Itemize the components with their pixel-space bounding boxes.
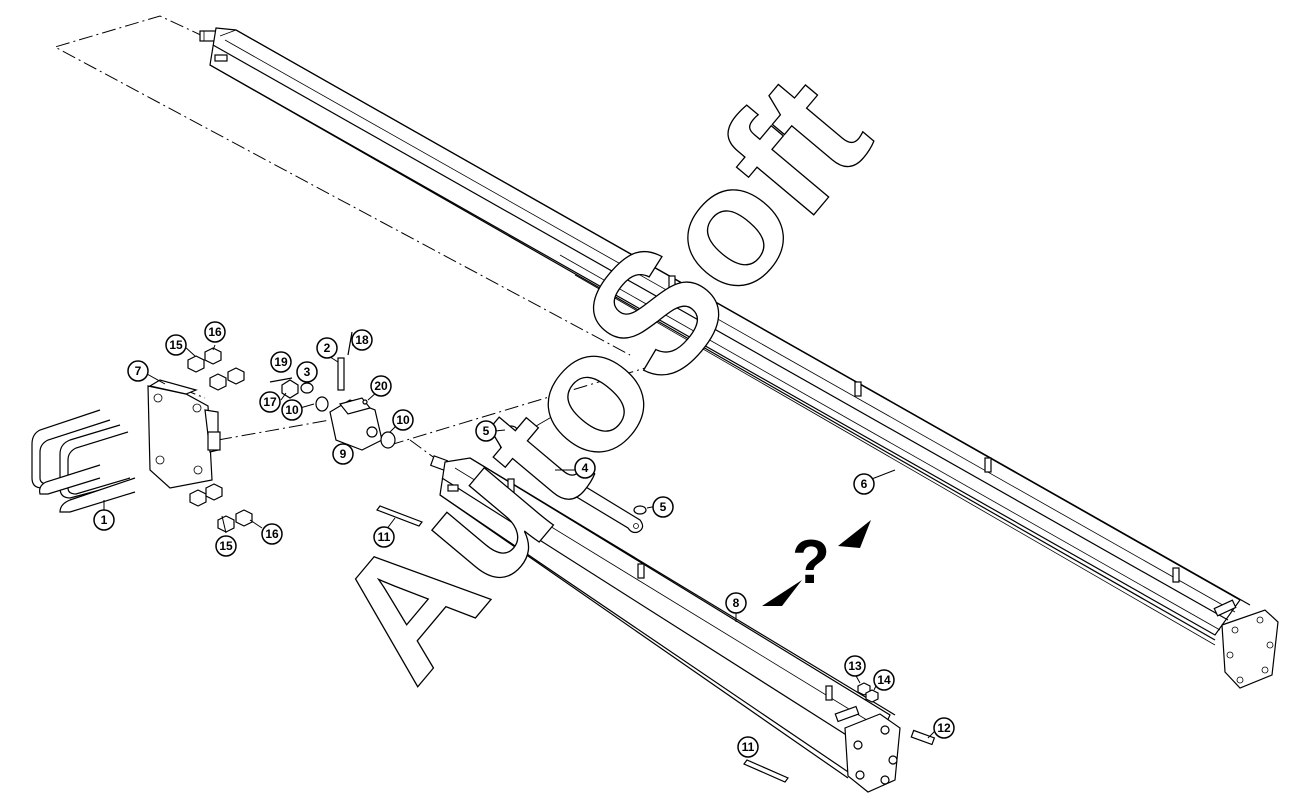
svg-text:9: 9 <box>340 447 347 461</box>
svg-text:12: 12 <box>937 721 951 735</box>
callout-11a: 11 <box>373 526 395 548</box>
callout-15a: 15 <box>165 334 187 356</box>
callout-6: 6 <box>853 473 875 495</box>
svg-text:3: 3 <box>304 365 311 379</box>
bolt-nuts-12-14 <box>857 682 936 746</box>
callout-8: 8 <box>725 592 747 614</box>
u-bolt-bracket-part-1 <box>31 409 136 513</box>
mounting-plate-part-7 <box>147 379 221 489</box>
nuts-bottom <box>189 483 253 533</box>
svg-text:14: 14 <box>877 673 891 687</box>
callout-13: 13 <box>844 655 866 677</box>
svg-text:17: 17 <box>263 395 277 409</box>
svg-text:8: 8 <box>733 596 740 610</box>
svg-text:7: 7 <box>135 364 142 378</box>
callout-15b: 15 <box>215 535 237 557</box>
callout-16b: 16 <box>261 523 283 545</box>
callout-5b: 5 <box>652 496 674 518</box>
callout-5a: 5 <box>475 420 497 442</box>
arrow-up-right-icon <box>838 520 871 548</box>
svg-text:16: 16 <box>208 325 222 339</box>
interchange-indicator: ? <box>762 520 871 606</box>
callout-18: 18 <box>351 329 373 351</box>
svg-text:18: 18 <box>355 333 369 347</box>
rod-parts-11 <box>376 505 789 783</box>
svg-text:19: 19 <box>274 355 288 369</box>
inner-boom-part-8 <box>429 455 901 793</box>
clevis-part-9 <box>329 397 383 451</box>
svg-text:2: 2 <box>324 341 331 355</box>
svg-text:11: 11 <box>378 530 391 544</box>
callout-3: 3 <box>296 361 318 383</box>
callout-11b: 11 <box>737 736 759 758</box>
callout-19: 19 <box>270 351 292 373</box>
arrow-down-left-icon <box>762 580 802 606</box>
callout-14: 14 <box>873 669 895 691</box>
nuts-top <box>187 347 245 391</box>
callout-20: 20 <box>370 375 392 397</box>
svg-text:13: 13 <box>848 659 862 673</box>
svg-text:15: 15 <box>169 338 183 352</box>
callout-16a: 16 <box>204 321 226 343</box>
question-mark: ? <box>792 528 830 597</box>
callout-2: 2 <box>316 337 338 359</box>
outer-boom-part-6 <box>199 27 1279 689</box>
callout-17: 17 <box>259 391 281 413</box>
strap-part-4 <box>499 414 647 534</box>
callout-10a: 10 <box>281 399 303 421</box>
svg-text:4: 4 <box>582 461 589 475</box>
callout-9: 9 <box>332 443 354 465</box>
svg-text:1: 1 <box>101 513 108 527</box>
svg-text:6: 6 <box>861 477 868 491</box>
callout-7: 7 <box>127 360 149 382</box>
svg-text:10: 10 <box>396 413 410 427</box>
svg-text:5: 5 <box>660 500 667 514</box>
callouts: 1 2 3 4 5 5 6 7 8 9 10 10 11 11 12 13 14… <box>93 321 955 758</box>
svg-text:15: 15 <box>219 539 233 553</box>
callout-4: 4 <box>574 457 596 479</box>
svg-text:5: 5 <box>483 424 490 438</box>
svg-text:10: 10 <box>285 403 299 417</box>
callout-12: 12 <box>933 717 955 739</box>
svg-text:16: 16 <box>265 527 279 541</box>
svg-text:11: 11 <box>742 740 755 754</box>
callout-10b: 10 <box>392 409 414 431</box>
svg-text:20: 20 <box>374 379 388 393</box>
callout-1: 1 <box>93 509 115 531</box>
